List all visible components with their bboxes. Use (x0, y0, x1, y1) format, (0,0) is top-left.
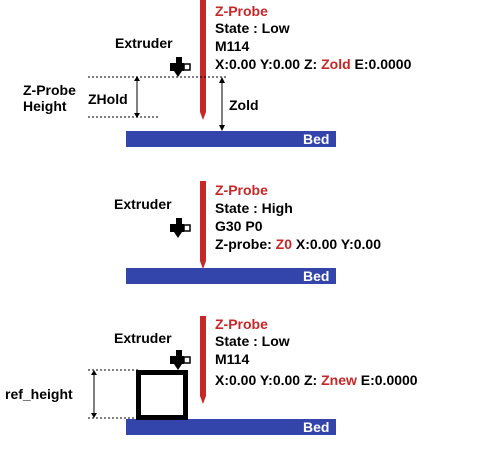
z-probe-rod (200, 0, 206, 112)
panel-1: Bed Z-Probe State : Low M114 X:0.00 Y:0.… (23, 0, 412, 147)
probe-state: State : High (215, 200, 293, 216)
bed-bar (126, 419, 336, 435)
probe-state: State : Low (215, 333, 290, 349)
probe-readout: Z-probe: Z0 X:0.00 Y:0.00 (215, 236, 381, 252)
z-probe-height-label-2: Height (23, 98, 67, 114)
bed-label: Bed (303, 419, 329, 435)
probe-title: Z-Probe (215, 3, 268, 19)
position-readout: X:0.00 Y:0.00 Z: Zold E:0.0000 (215, 56, 412, 72)
zold-label: Zold (229, 97, 259, 113)
highlighted-value: Zold (321, 56, 351, 72)
panel-2: Bed Z-Probe State : High G30 P0 Z-probe:… (114, 181, 381, 284)
gcode-command: M114 (215, 351, 249, 367)
z-probe-rod (200, 316, 206, 396)
zhold-label: ZHold (88, 91, 128, 107)
extruder-label: Extruder (114, 196, 172, 212)
extruder-label: Extruder (115, 35, 173, 51)
probe-title: Z-Probe (215, 316, 268, 332)
gcode-command: G30 P0 (215, 218, 263, 234)
probe-state: State : Low (215, 20, 290, 36)
ref-height-dimension (88, 369, 140, 419)
reference-block (136, 370, 188, 420)
highlighted-value: Znew (321, 372, 357, 388)
ref-height-label: ref_height (5, 386, 73, 402)
z-probe-tip (200, 261, 206, 269)
extruder-icon (170, 218, 191, 238)
position-readout: X:0.00 Y:0.00 Z: Znew E:0.0000 (215, 372, 418, 388)
z-probe-tip (200, 112, 206, 120)
probe-title: Z-Probe (215, 182, 268, 198)
extruder-icon (170, 57, 191, 77)
bed-label: Bed (303, 131, 329, 147)
zhold-dimension (88, 76, 228, 118)
extruder-icon (170, 350, 191, 370)
z-probe-height-label: Z-Probe (23, 82, 76, 98)
highlighted-value: Z0 (276, 236, 293, 252)
zold-dimension (219, 77, 225, 131)
z-probe-rod (200, 181, 206, 261)
z-probe-tip (200, 396, 206, 404)
panel-3: Bed Z-Probe State : Low M114 X:0.00 Y:0.… (5, 316, 418, 435)
bed-label: Bed (303, 268, 329, 284)
bed-bar (126, 268, 336, 284)
gcode-command: M114 (215, 38, 249, 54)
extruder-label: Extruder (114, 330, 172, 346)
bed-bar (126, 131, 336, 147)
